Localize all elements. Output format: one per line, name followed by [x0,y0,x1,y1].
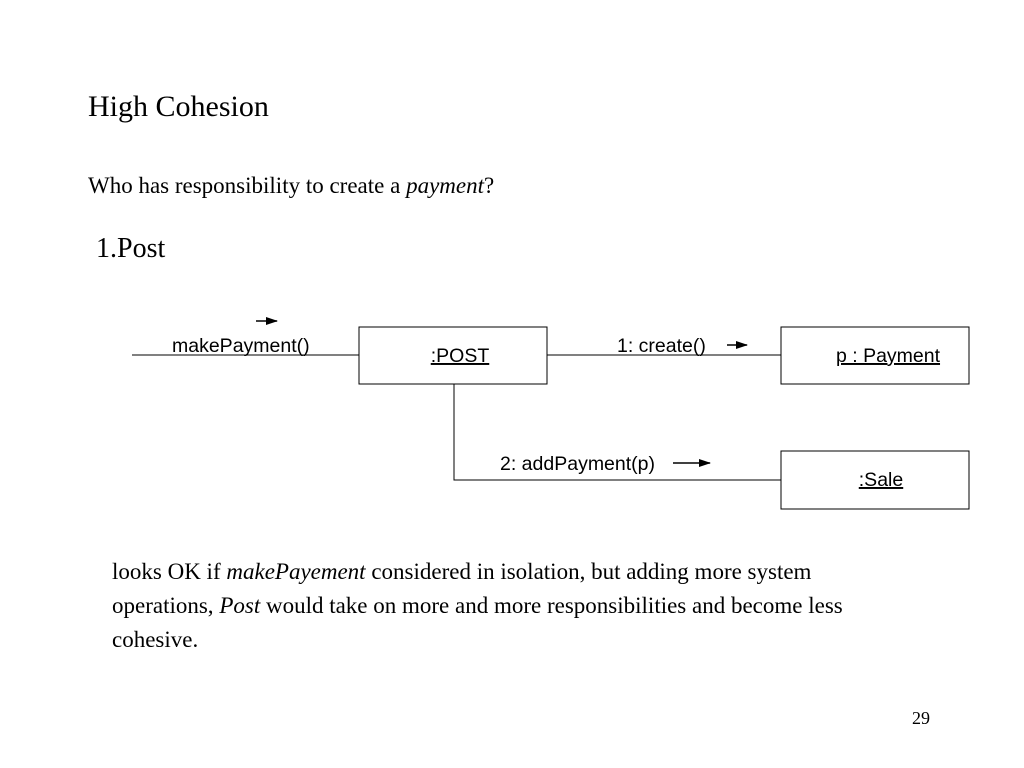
question-prefix: Who has responsibility to create a [88,173,407,198]
explanation-emphasis-1: makePayement [226,559,366,584]
slide-title: High Cohesion [88,90,269,123]
payment-object: p : Payment [780,326,970,385]
page-number: 29 [912,708,930,728]
question-suffix: ? [484,173,495,198]
add-payment-message-label: 2: addPayment(p) [500,453,655,475]
option-heading: 1.Post [96,233,166,264]
explanation-part-2: considered in isolation, but adding more… [112,559,812,618]
sale-object-label: :Sale [859,469,903,491]
post-sale-link [453,384,781,481]
payment-object-label: p : Payment [836,345,941,367]
create-message-label: 1: create() [617,335,706,357]
explanation-text: looks OK if makePayement considered in i… [112,555,852,657]
post-object-label: :POST [431,345,490,367]
sale-object: :Sale [780,450,970,510]
post-object: :POST [358,326,548,385]
incoming-message-label: makePayment() [172,335,310,357]
question-emphasis: payment [406,173,484,198]
explanation-emphasis-2: Post [219,593,261,618]
question-text: Who has responsibility to create a payme… [88,172,494,200]
explanation-part-1: looks OK if [112,559,227,584]
explanation-part-3: would take on more and more responsibili… [112,593,843,652]
